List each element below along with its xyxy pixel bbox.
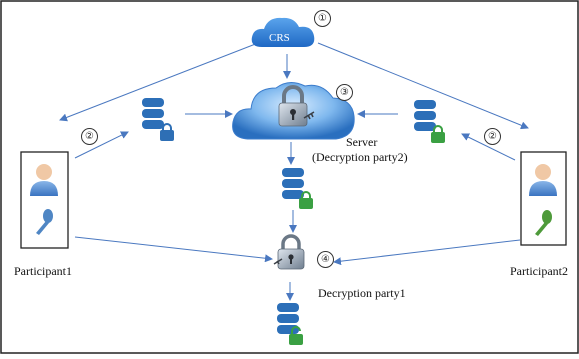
participant1-key-icon bbox=[36, 209, 53, 235]
step-marker-2-left: ② bbox=[81, 128, 98, 145]
arrow-crs-to-participant2 bbox=[317, 42, 529, 130]
participant2-label: Participant2 bbox=[510, 264, 568, 278]
step-marker-4: ④ bbox=[317, 251, 334, 268]
step-marker-1: ① bbox=[314, 10, 331, 27]
database-server-output-icon bbox=[282, 168, 304, 199]
database-participant2-icon bbox=[414, 100, 436, 131]
crs-label: CRS bbox=[269, 32, 290, 44]
arrow-crs-to-participant1 bbox=[59, 42, 259, 122]
arrow-participant1-to-decryption1 bbox=[74, 236, 273, 263]
arrow-participant1-to-db bbox=[74, 131, 129, 159]
arrows bbox=[59, 42, 529, 301]
database-final-icon bbox=[277, 303, 299, 334]
decryption-party1-label: Decryption party1 bbox=[318, 286, 406, 300]
database-participant1-icon bbox=[142, 98, 164, 129]
lock-server-output-icon bbox=[299, 191, 313, 209]
server-sublabel: (Decryption party2) bbox=[312, 150, 408, 164]
lock-participant2-icon bbox=[431, 125, 445, 143]
server-label: Server bbox=[346, 135, 378, 149]
crs-cloud-icon bbox=[251, 17, 315, 47]
step-marker-3: ③ bbox=[336, 84, 353, 101]
step-marker-2-right: ② bbox=[484, 128, 501, 145]
arrow-participant2-to-decryption1 bbox=[333, 239, 521, 266]
participant2-user-icon bbox=[529, 164, 557, 196]
participant2-key-icon bbox=[535, 210, 552, 236]
participant1-label: Participant1 bbox=[14, 264, 72, 278]
lock-participant1-icon bbox=[160, 123, 174, 141]
server-padlock-icon bbox=[278, 85, 315, 127]
lock-final-icon bbox=[289, 326, 303, 345]
decryption-party1-padlock-icon bbox=[273, 234, 305, 270]
participant1-user-icon bbox=[30, 164, 58, 196]
arrow-participant2-to-db bbox=[461, 133, 516, 161]
